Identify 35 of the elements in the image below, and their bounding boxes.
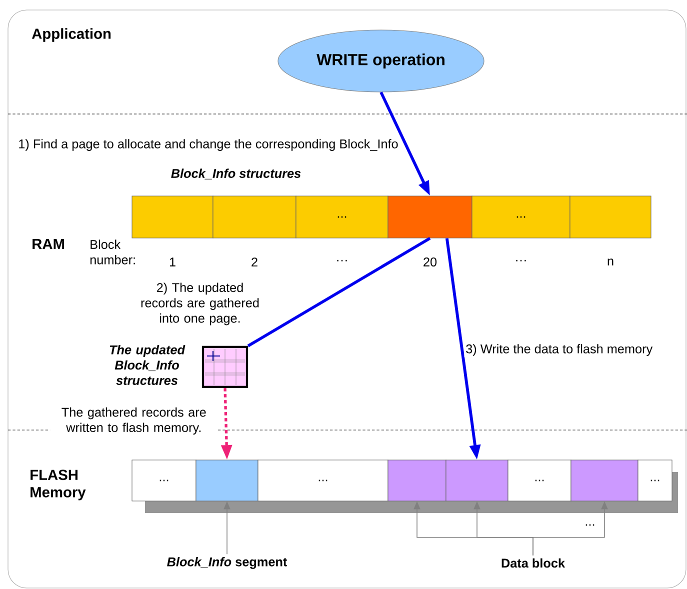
section-title: FLASH Memory: [30, 470, 86, 500]
connector-line: [247, 237, 431, 348]
memory-cell: ...: [132, 460, 196, 502]
block-caption: Data block: [502, 558, 566, 568]
memory-cell: [570, 196, 652, 238]
record-grid: [202, 346, 248, 388]
block-number: ···: [516, 260, 526, 262]
edge-label: The gathered records are written to flash memory.: [50, 406, 218, 436]
structure-title: Block_Info structures: [171, 168, 301, 180]
row-label: Block number:: [90, 240, 135, 264]
memory-cell: ...: [472, 196, 570, 238]
section-title: Application: [32, 28, 111, 42]
block-number: 2: [252, 258, 258, 266]
memory-cell: [388, 460, 446, 502]
block-number: n: [608, 258, 614, 266]
edge-label: 2) The updated records are gathered into one page.: [124, 281, 276, 327]
memory-cell: [196, 460, 258, 502]
segment-caption: Block_Info segment: [167, 557, 288, 569]
memory-cell: ...: [508, 460, 572, 502]
block-number: 1: [170, 258, 176, 266]
ellipsis-text: ...: [586, 524, 594, 526]
edge-label: 1) Find a page to allocate and change the corresponding Block_Info: [16, 138, 400, 152]
section-title: RAM: [32, 238, 64, 250]
edge-label: 3) Write the data to flash memory: [464, 342, 654, 358]
memory-cell: ...: [638, 460, 672, 502]
memory-cell: ...: [258, 460, 388, 502]
memory-cell: [446, 460, 508, 502]
memory-cell: ...: [296, 196, 388, 238]
block-number: 20: [424, 258, 437, 266]
memory-cell: [212, 196, 296, 238]
memory-cell: [388, 196, 472, 238]
grid-caption: The updated Block_Info structures: [110, 345, 186, 385]
block-number: ···: [337, 260, 347, 262]
memory-cell: [570, 460, 638, 502]
memory-cell: [132, 196, 214, 238]
